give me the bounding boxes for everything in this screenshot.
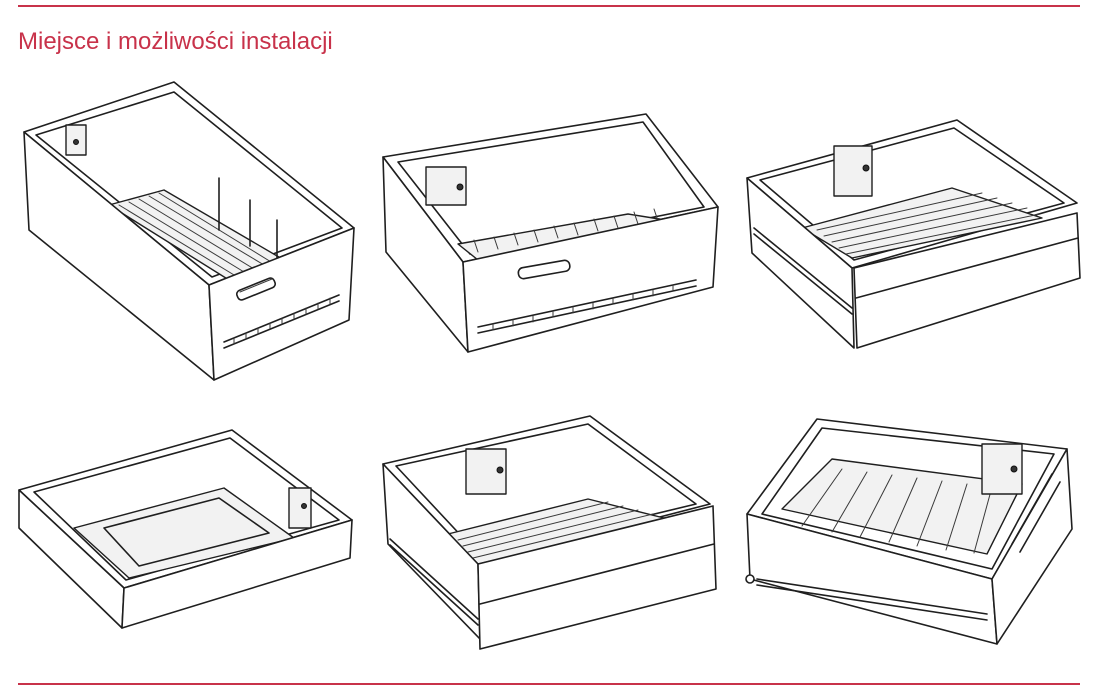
drawer-deep-icon <box>382 415 717 650</box>
drawer-slim-icon <box>746 119 1081 349</box>
drawer-illustration-2 <box>378 112 723 357</box>
drawer-illustration-1 <box>14 80 359 385</box>
bottom-divider <box>18 683 1080 685</box>
drawer-shallow-icon <box>18 429 353 629</box>
drawer-illustration-5 <box>378 414 723 654</box>
section-title: Miejsce i możliwości instalacji <box>18 28 333 55</box>
drawer-tall-icon <box>23 81 355 381</box>
top-divider <box>18 5 1080 7</box>
drawer-crisper-icon <box>382 113 719 353</box>
drawer-illustration-6 <box>742 414 1087 649</box>
drawer-illustration-3 <box>742 118 1087 353</box>
drawer-illustration-4 <box>14 428 359 638</box>
drawer-wide-icon <box>745 418 1073 645</box>
